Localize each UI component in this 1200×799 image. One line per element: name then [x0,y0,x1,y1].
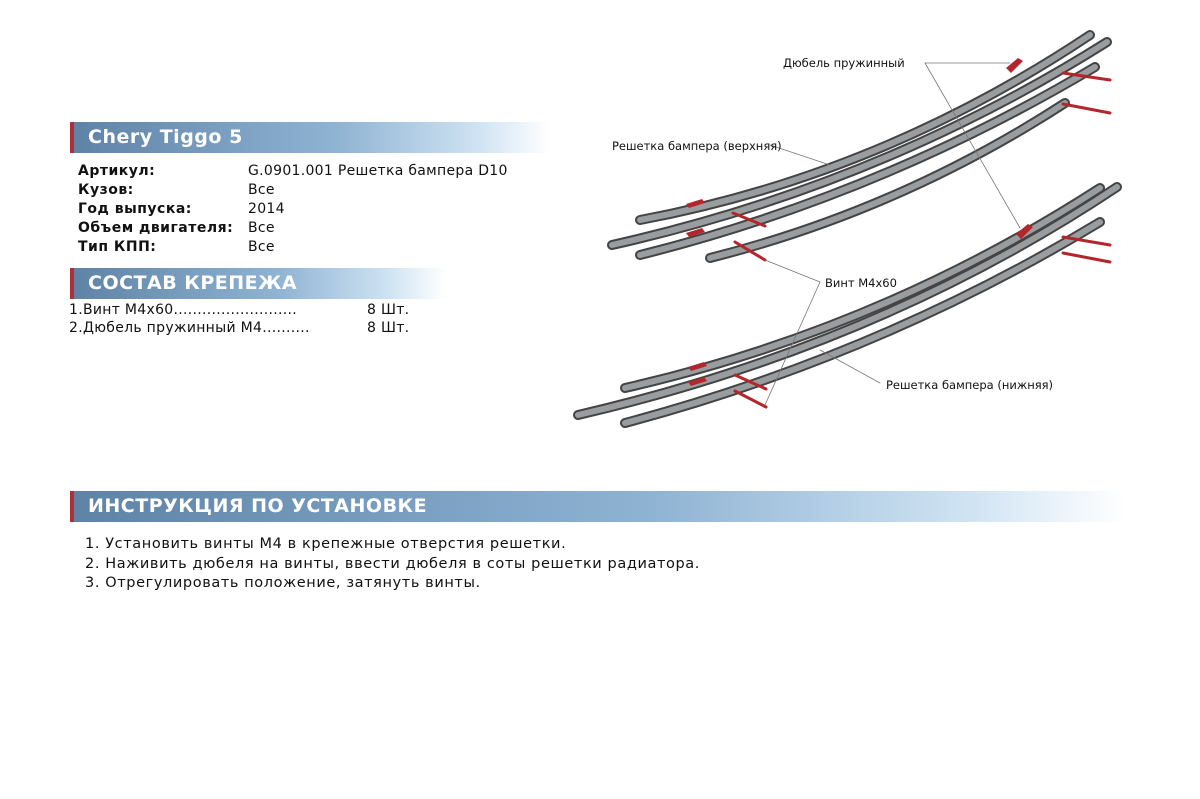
spec-value: Все [248,220,275,236]
spec-row: Кузов: Все [78,181,508,200]
label-lower-grille: Решетка бампера (нижняя) [886,378,1053,392]
spec-row: Год выпуска: 2014 [78,200,508,219]
spec-row: Тип КПП: Все [78,238,508,257]
part-name: 2.Дюбель пружинный М4.......... [69,320,310,336]
part-qty: 8 Шт. [367,302,410,318]
spec-label: Артикул: [78,163,156,179]
list-item: 1.Винт М4х60.......................... 8 … [69,301,409,319]
spec-label: Кузов: [78,182,134,198]
instructions-list: 1. Установить винты М4 в крепежные отвер… [85,535,700,594]
fasteners-title: СОСТАВ КРЕПЕЖА [88,272,298,294]
instruction-step: 2. Наживить дюбеля на винты, ввести дюбе… [85,555,700,572]
label-dowel: Дюбель пружинный [783,56,905,70]
part-name: 1.Винт М4х60.......................... [69,302,298,318]
spec-value: G.0901.001 Решетка бампера D10 [248,163,508,179]
instructions-title: ИНСТРУКЦИЯ ПО УСТАНОВКЕ [88,495,428,517]
fasteners-banner: СОСТАВ КРЕПЕЖА [70,268,445,299]
part-qty: 8 Шт. [367,320,410,336]
instructions-banner: ИНСТРУКЦИЯ ПО УСТАНОВКЕ [70,491,1125,522]
spec-label: Тип КПП: [78,239,157,255]
list-item: 2.Дюбель пружинный М4.......... 8 Шт. [69,319,409,337]
model-title-banner: Chery Tiggo 5 [70,122,550,153]
spec-row: Артикул: G.0901.001 Решетка бампера D10 [78,162,508,181]
instruction-step: 3. Отрегулировать положение, затянуть ви… [85,575,481,591]
label-upper-grille: Решетка бампера (верхняя) [612,139,782,153]
fasteners-list: 1.Винт М4х60.......................... 8 … [69,301,409,337]
screw-icon [731,71,1112,409]
dowel-icon [686,58,1033,386]
leader-lines [764,62,1021,406]
specs-table: Артикул: G.0901.001 Решетка бампера D10 К… [78,162,508,257]
instruction-step: 1. Установить винты М4 в крепежные отвер… [85,536,567,552]
spec-value: Все [248,239,275,255]
label-screw: Винт М4х60 [825,276,897,290]
spec-value: 2014 [248,201,285,217]
model-title: Chery Tiggo 5 [88,126,243,148]
spec-label: Объем двигателя: [78,220,234,236]
spec-row: Объем двигателя: Все [78,219,508,238]
spec-label: Год выпуска: [78,201,192,217]
spec-value: Все [248,182,275,198]
